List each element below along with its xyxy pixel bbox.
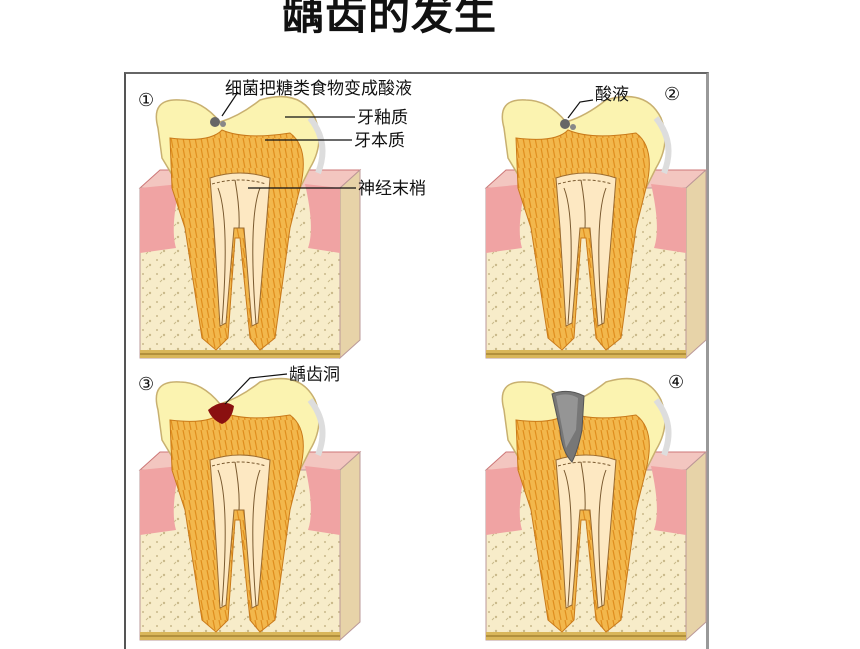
panel-3: ③ 龋齿洞 — [138, 365, 360, 640]
panel-4-number: ④ — [668, 372, 684, 393]
label-cavity: 龋齿洞 — [289, 365, 340, 385]
label-enamel: 牙釉质 — [357, 108, 408, 128]
label-dentin: 牙本质 — [354, 131, 405, 151]
acid-droplet-2 — [220, 121, 226, 127]
leader-line-acid — [221, 91, 239, 117]
panel-1-number: ① — [138, 90, 154, 111]
panel-1: ① 细菌把糖类食物变成酸液 牙釉质 牙本质 神经末梢 — [138, 79, 426, 358]
leader-line-cavity — [224, 373, 288, 405]
acid-droplet-4 — [570, 124, 576, 130]
panel-3-number: ③ — [138, 374, 154, 395]
label-acid: 酸液 — [595, 85, 629, 105]
page-title: 龋齿的发生 — [282, 0, 498, 39]
acid-droplet-3 — [560, 119, 570, 129]
label-bacteria-acid: 细菌把糖类食物变成酸液 — [225, 79, 412, 99]
decay-hole-highlight — [556, 394, 578, 448]
acid-droplet-1 — [210, 117, 220, 127]
cavity-spot — [208, 402, 234, 424]
label-nerve-ending: 神经末梢 — [358, 179, 426, 199]
panel-2-number: ② — [664, 84, 680, 105]
leader-line-acid-2 — [567, 99, 594, 119]
panel-2: ② 酸液 — [486, 84, 706, 358]
panel-4: ④ — [486, 372, 706, 640]
